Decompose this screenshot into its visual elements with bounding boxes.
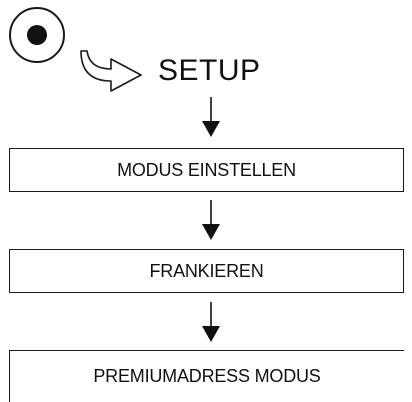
down-arrow-icon [202,200,220,240]
step-label: PREMIUMADRESS MODUS [93,366,321,386]
step-box-frankieren: FRANKIEREN [9,249,404,293]
setup-title: SETUP [158,54,261,87]
hollow-arrow-icon [80,50,142,92]
step-label: FRANKIEREN [149,260,264,281]
step-box-modus-einstellen: MODUS EINSTELLEN [9,148,404,192]
down-arrow-icon [202,302,220,342]
round-button-icon [9,7,65,63]
step-box-premiumadress-modus: PREMIUMADRESS MODUS [9,350,404,402]
step-label: MODUS EINSTELLEN [117,159,296,180]
down-arrow-icon [202,97,220,137]
